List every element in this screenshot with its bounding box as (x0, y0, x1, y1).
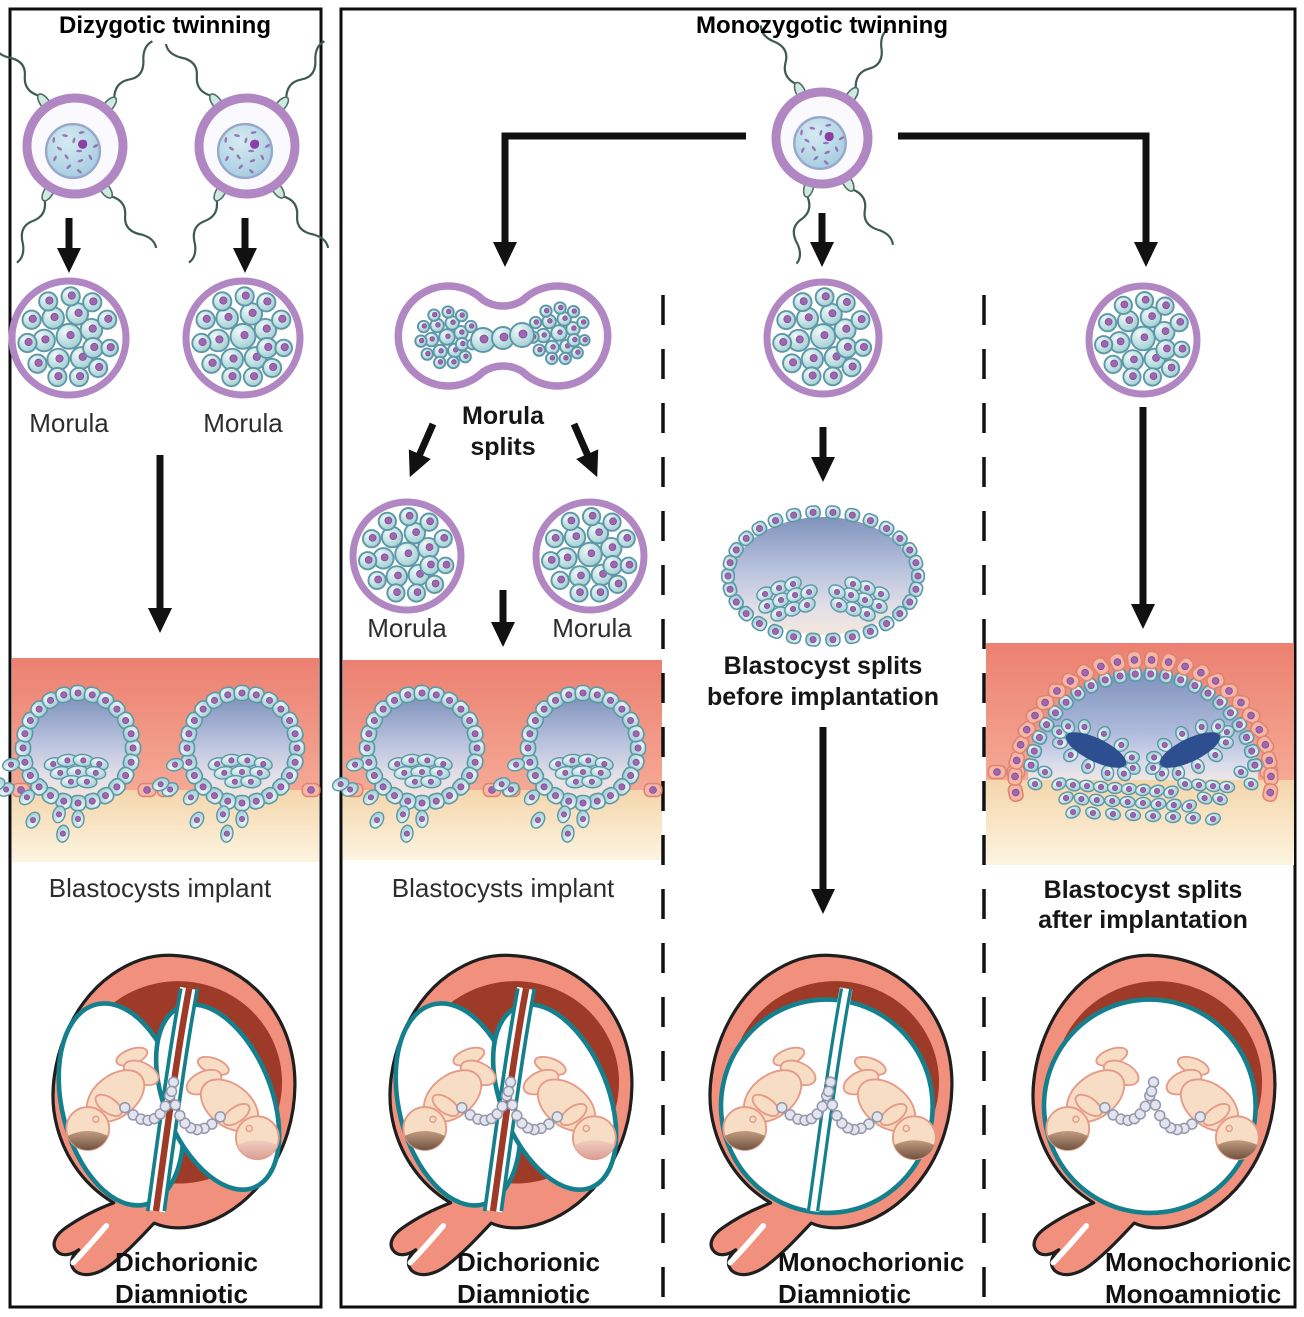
dizygotic-panel-border (8, 7, 323, 1309)
arrow-split-left (408, 422, 437, 478)
fetus (502, 1055, 617, 1161)
implanted-blastocyst (151, 684, 306, 843)
implanted-blastocyst (492, 684, 647, 843)
morula (8, 277, 130, 399)
splitting-blastocyst (720, 505, 926, 647)
fetus (722, 1046, 837, 1151)
morula-splits-label-line2: splits (470, 433, 536, 461)
blastocysts-implant-label: Blastocysts implant (391, 873, 615, 903)
generated-illustrations (0, 25, 1279, 1277)
outcome-dichorionic-2: Dichorionic (457, 1247, 601, 1277)
blastocyst-before-label-line1: Blastocyst splits (723, 652, 923, 680)
implanted-blastocyst (0, 684, 142, 843)
monozygotic-panel-border (339, 7, 1297, 1309)
outcome-monochorionic-1: Monochorionic (778, 1247, 965, 1277)
uterus-dichorionic-diamniotic (51, 953, 297, 1277)
fetus (165, 1055, 280, 1161)
outcome-diamniotic-1: Diamniotic (115, 1279, 248, 1309)
dizygotic-title: Dizygotic twinning (59, 12, 271, 39)
arrow-branch-right (898, 132, 1158, 267)
fetus (65, 1046, 180, 1151)
outcome-monoamniotic: Monoamniotic (1105, 1279, 1282, 1309)
morula-label: Morula (552, 613, 632, 643)
implanted-split-blastocyst (1007, 650, 1279, 826)
fetus (822, 1055, 937, 1161)
fetus (402, 1046, 517, 1151)
uterus-dichorionic-diamniotic-2 (388, 953, 634, 1277)
implanted-blastocyst (331, 684, 486, 843)
morula (763, 278, 883, 398)
outcome-monochorionic-2: Monochorionic (1105, 1247, 1292, 1277)
morula-splits-label-line1: Morula (462, 402, 544, 430)
blastocyst-after-label-line2: after implantation (1038, 906, 1248, 934)
outcome-dichorionic-1: Dichorionic (115, 1247, 259, 1277)
outcome-diamniotic-2: Diamniotic (457, 1279, 590, 1309)
morula (349, 498, 465, 614)
splitting-morula (394, 282, 612, 390)
fertilized-egg (759, 25, 895, 265)
morula-label: Morula (367, 613, 447, 643)
blastocyst-before-label-line2: before implantation (707, 683, 939, 711)
arrow-branch-left (493, 132, 746, 267)
uterus-monochorionic-diamniotic (708, 953, 954, 1277)
monozygotic-title: Monozygotic twinning (696, 12, 948, 39)
morula-label: Morula (203, 408, 283, 438)
uterus-monochorionic-monoamniotic (1031, 953, 1277, 1277)
morula (532, 498, 648, 614)
blastocyst-after-label-line1: Blastocyst splits (1043, 876, 1243, 904)
fertilized-egg (164, 40, 330, 264)
morula-label: Morula (29, 408, 109, 438)
fetus (1145, 1055, 1260, 1161)
flow-arrows (57, 132, 1158, 914)
outcome-diamniotic-3: Diamniotic (778, 1279, 911, 1309)
fertilized-egg (0, 40, 158, 264)
blastocysts-implant-label: Blastocysts implant (48, 873, 272, 903)
morula (1085, 282, 1201, 398)
morula (182, 277, 304, 399)
arrow-split-right (570, 422, 599, 478)
